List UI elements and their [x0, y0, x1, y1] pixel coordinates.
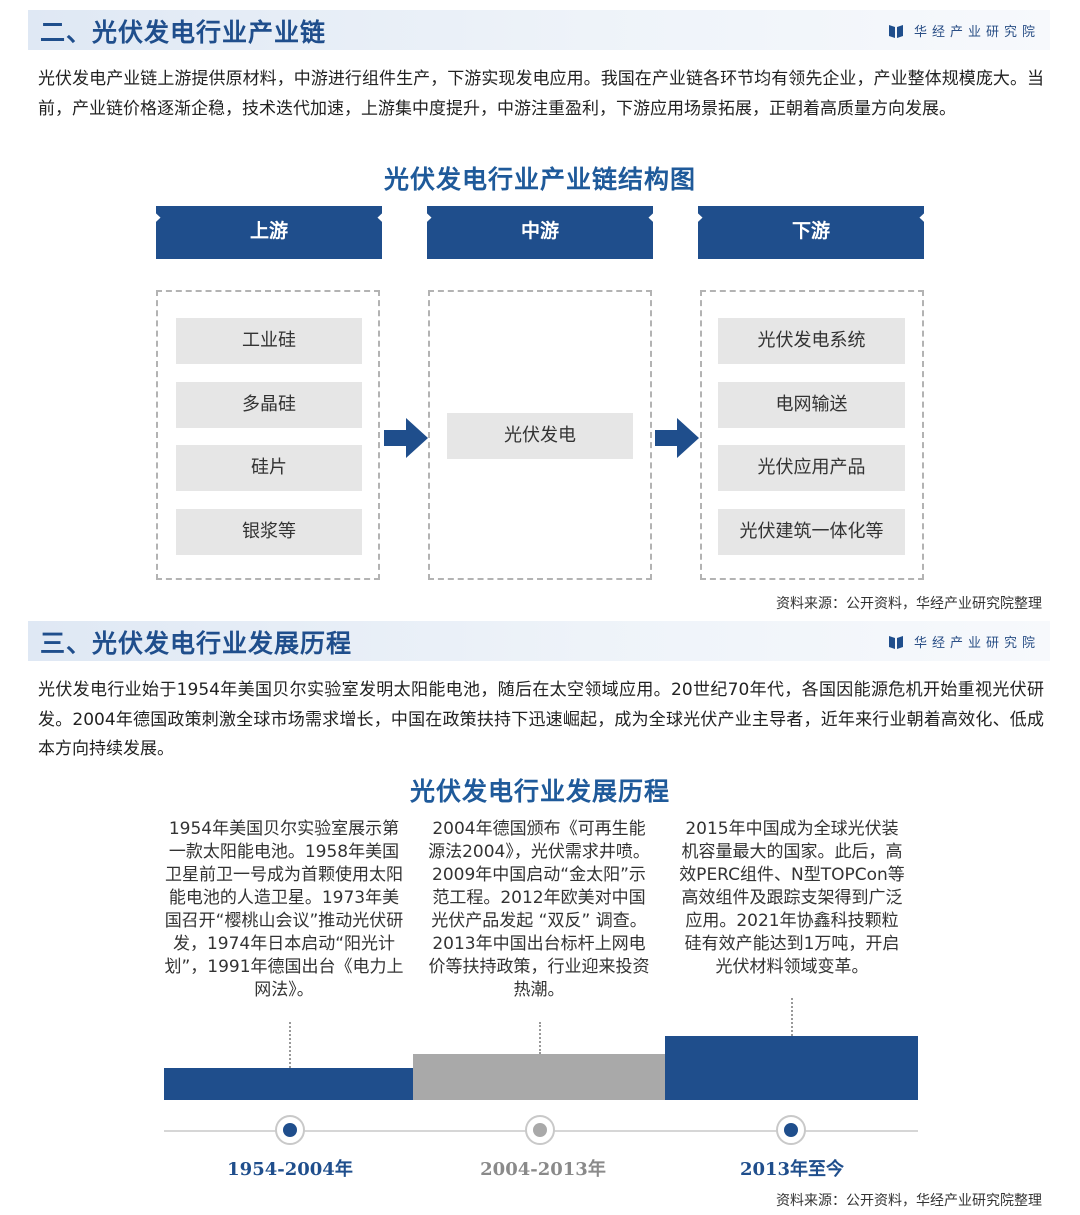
chain-item: 硅片 [176, 445, 362, 491]
section-title: 三、光伏发电行业发展历程 [40, 629, 353, 658]
history-paragraph: 光伏发电行业始于1954年美国贝尔实验室发明太阳能电池，随后在太空领域应用。20… [38, 680, 1044, 759]
industry-chain-paragraph: 光伏发电产业链上游提供原材料，中游进行组件生产，下游实现发电应用。我国在产业链各… [38, 69, 1044, 119]
timeline-connector [791, 998, 793, 1036]
chain-item: 工业硅 [176, 318, 362, 364]
brand-book-icon [888, 635, 903, 649]
timeline-connector [539, 1022, 541, 1054]
timeline-bar-stage-3 [665, 1036, 918, 1100]
timeline-node-stage-3 [776, 1115, 806, 1145]
arrow-right-icon [655, 418, 699, 458]
chain-item: 多晶硅 [176, 382, 362, 428]
arrow-right-icon [384, 418, 428, 458]
period-label-stage-3: 2013年至今 [739, 1159, 845, 1180]
chain-item: 光伏应用产品 [718, 445, 905, 491]
timeline-bar-stage-2 [413, 1054, 665, 1100]
timeline-text-stage-3: 2015年中国成为全球光伏装机容量最大的国家。此后，高效PERC组件、N型TOP… [679, 819, 905, 977]
timeline-connector [289, 1022, 291, 1068]
brand-logo: 华经产业研究院 [888, 632, 1040, 651]
chain-item: 光伏建筑一体化等 [718, 509, 905, 555]
stage-label: 下游 [791, 220, 830, 242]
source-note: 资料来源：公开资料，华经产业研究院整理 [776, 1193, 1042, 1209]
stage-header-upstream: 上游 [156, 206, 382, 259]
chain-item: 电网输送 [718, 382, 905, 428]
stage-header-downstream: 下游 [698, 206, 924, 259]
period-label-stage-2: 2004-2013年 [480, 1159, 606, 1180]
timeline-bar-stage-1 [164, 1068, 413, 1100]
section-header-industry-chain: 二、光伏发电行业产业链 华经产业研究院 [28, 10, 1050, 50]
chain-item: 光伏发电系统 [718, 318, 905, 364]
downstream-box [700, 290, 924, 580]
timeline-node-stage-1 [275, 1115, 305, 1145]
source-note: 资料来源：公开资料，华经产业研究院整理 [776, 596, 1042, 612]
history-chart-title: 光伏发电行业发展历程 [409, 777, 670, 806]
brand-name: 华经产业研究院 [913, 636, 1040, 651]
midstream-box [428, 290, 652, 580]
timeline-node-stage-2 [525, 1115, 555, 1145]
chain-chart-title: 光伏发电行业产业链结构图 [383, 165, 696, 194]
period-label-stage-1: 1954-2004年 [227, 1159, 353, 1180]
stage-label: 上游 [249, 220, 288, 242]
brand-logo: 华经产业研究院 [888, 21, 1040, 40]
timeline-text-stage-1: 1954年美国贝尔实验室展示第一款太阳能电池。1958年美国卫星前卫一号成为首颗… [164, 819, 404, 1000]
upstream-box [156, 290, 380, 580]
chain-item: 银浆等 [176, 509, 362, 555]
stage-header-midstream: 中游 [427, 206, 653, 259]
stage-label: 中游 [520, 220, 559, 242]
section-title: 二、光伏发电行业产业链 [40, 18, 327, 47]
chain-item: 光伏发电 [447, 413, 633, 459]
brand-book-icon [888, 24, 903, 38]
timeline-text-stage-2: 2004年德国颁布《可再生能源法2004》，光伏需求井喷。2009年中国启动“金… [428, 819, 650, 1000]
section-header-history: 三、光伏发电行业发展历程 华经产业研究院 [28, 621, 1050, 661]
brand-name: 华经产业研究院 [913, 25, 1040, 40]
